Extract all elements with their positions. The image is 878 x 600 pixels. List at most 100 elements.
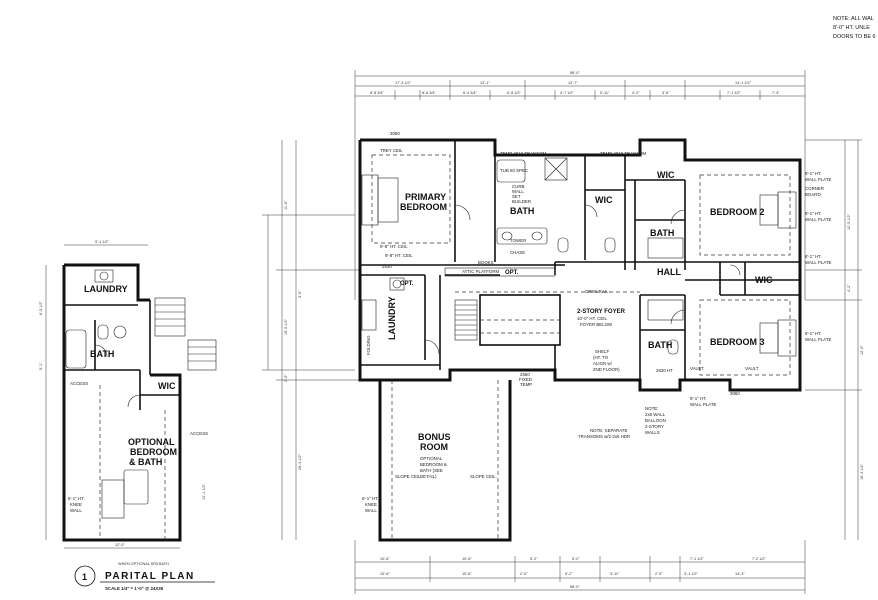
label-chase: CHASE (510, 250, 525, 255)
left-dimensions: 11'-0" 19'-5 1/2" 26'-4 1/2" 3'-5" 2'-0" (262, 140, 360, 540)
title-scale: SCALE 1/4" = 1'-0" @ 24X36 (105, 586, 164, 591)
label-vault-2: VAULT (745, 366, 759, 371)
room-bedroom-3: BEDROOM 3 (710, 337, 765, 347)
label-wall-plate-2b: WALL PLATE (805, 217, 832, 222)
label-bonus-note-1: OPTIONAL (420, 456, 443, 461)
label-fixed-temp-3: TEMP (520, 382, 532, 387)
note-line-2: 8'-0" HT. UNLE (833, 25, 870, 31)
dim-overall-top: 58'-0" (570, 71, 580, 75)
label-window-2630: 2630 (382, 264, 392, 269)
dim-bottom-sub-3: 2'-0" (520, 572, 528, 576)
room-wic-right: WIC (755, 275, 773, 285)
main-room-labels: PRIMARY BEDROOM BATH WIC WIC BEDROOM 2 B… (387, 170, 773, 452)
label-wall-plate-3a: 8'-1" HT. (805, 254, 822, 259)
label-wall-plate-1b: WALL PLATE (805, 177, 832, 182)
room-bath-upper: BATH (650, 228, 674, 238)
room-opt-upper: OPT. (505, 270, 519, 276)
label-transom: TEMP 4010 TRANSOM (500, 151, 547, 156)
title-name: PARITAL PLAN (105, 571, 195, 582)
label-vault: VAULT (690, 366, 704, 371)
label-slope-ceil: SLOPE CEIL. (395, 474, 422, 479)
dim-top-sub-8: 3'-6" (662, 91, 670, 95)
label-curb-4: BUILDER (512, 199, 531, 204)
label-corner-board-2: BOARD (805, 192, 821, 197)
label-window-3060: 3060 (730, 391, 740, 396)
dim-right-2: 4'-2" (847, 284, 851, 292)
room-bath-left: BATH (90, 349, 114, 359)
label-shelf-3: ALIGN w/ (593, 361, 613, 366)
label-access-2: ACCESS (190, 431, 208, 436)
room-hall: HALL (657, 267, 681, 277)
label-bookshelf: BOOKS (478, 260, 494, 265)
room-bath-lower: BATH (648, 340, 672, 350)
label-attic-platform: ATTIC PLATFORM (462, 269, 499, 274)
label-bonus-note-2: BEDROOM & (420, 462, 447, 467)
dim-top-sub-9: 7'-1 1/2" (727, 91, 742, 95)
label-foyer-below-1: 10'-0" HT. CEIL (577, 316, 608, 321)
partial-dim-right: 14'-1 1/2" (202, 483, 206, 500)
room-optional-bedroom-3: & BATH (129, 457, 162, 467)
main-small-labels: TREY CEIL 9'-8" HT. CEIL 9'-8" HT. CEIL … (362, 131, 832, 513)
room-bonus-line2: ROOM (420, 442, 448, 452)
dim-top-4: 14'-1 1/2" (735, 81, 752, 85)
label-slope-ceil-2: SLOPE CEIL. (470, 474, 497, 479)
room-wic-upper: WIC (657, 170, 675, 180)
dim-bottom-sub-7: 3'-1 1/2" (684, 572, 699, 576)
room-bonus-line1: BONUS (418, 432, 451, 442)
label-bonus-note-3: BATH (SEE (420, 468, 443, 473)
label-primary-ceil: 9'-8" HT. CEIL (380, 244, 408, 249)
dim-bottom-4: 5'-2" (572, 557, 580, 561)
label-knee-wall2-3: WALL (70, 508, 82, 513)
label-wall-plate-4b: WALL PLATE (805, 337, 832, 342)
main-plan-walls (358, 138, 802, 542)
label-curb-1: CURB (512, 184, 525, 189)
label-folding: FOLDING (366, 335, 371, 355)
room-wic-left: WIC (158, 381, 176, 391)
label-wall-plate-5b: WALL PLATE (690, 402, 717, 407)
label-open-rail: OPEN RAIL (585, 289, 609, 294)
dim-bottom-5: 7'-1 1/2" (690, 557, 705, 561)
label-knee-wall2-2: KNEE (70, 502, 82, 507)
label-shelf-2: (HT. TO (593, 355, 609, 360)
dim-right-4: 16'-4 1/2" (860, 463, 864, 480)
dim-left-1: 11'-0" (284, 200, 288, 210)
dim-left-4: 3'-5" (298, 290, 302, 298)
label-wall-plate-3b: WALL PLATE (805, 260, 832, 265)
room-opt-small: OPT. (400, 281, 414, 287)
dim-left-2: 19'-5 1/2" (284, 318, 288, 335)
room-primary-bedroom-line2: BEDROOM (400, 202, 447, 212)
label-transom-2: TEMP 4010 TRANSOM (600, 151, 647, 156)
dim-left-5: 2'-0" (284, 374, 288, 382)
partial-dim-top: 9'-1 1/2" (95, 240, 110, 244)
dim-top-3: 12'-7" (568, 81, 578, 85)
dim-top-sub-4: 6'-8 1/2" (507, 91, 522, 95)
title-block: 1 WHEN OPTIONAL SPA BATH PARITAL PLAN SC… (74, 562, 215, 591)
title-caption: WHEN OPTIONAL SPA BATH (118, 562, 169, 566)
label-note-balloon-1: NOTE: (645, 406, 658, 411)
label-separate-transom-1: NOTE: SEPARATE (590, 428, 627, 433)
dim-top-sub-6: 5'-11" (600, 91, 610, 95)
label-curb-2: WALL (512, 189, 524, 194)
partial-plan: 9'-1 1/2" 6'-5 1/2" 5'-1" (39, 240, 217, 549)
dim-right-1: 12'-5 1/2" (847, 213, 851, 230)
dim-left-3: 26'-4 1/2" (298, 453, 302, 470)
dim-top-1: 17'-3 1/2" (395, 81, 412, 85)
dim-right-3: 12'-0" (860, 345, 864, 355)
note-line-3: DOORS TO BE 6 (833, 34, 876, 40)
dim-top-sub-5: 4'-7 1/2" (560, 91, 575, 95)
label-knee-wall2-1: 6'-1" HT. (68, 496, 85, 501)
dim-top-2: 12'-1" (480, 81, 490, 85)
dim-top-sub-10: 7'-4" (772, 91, 780, 95)
dim-top-sub-1: 8'-8 3/4" (370, 91, 385, 95)
right-dimensions: 12'-5 1/2" 4'-2" 12'-0" 16'-4 1/2" (805, 139, 864, 540)
dim-bottom-sub-5: 3'-11" (610, 572, 620, 576)
label-corner-board-1: CORNER (805, 186, 824, 191)
partial-dim-left-2: 5'-1" (39, 362, 43, 370)
label-note-balloon-5: WALLS (645, 430, 660, 435)
dim-top-sub-3: 6'-4 3/4" (463, 91, 478, 95)
label-fixed-temp-2: FIXED (519, 377, 532, 382)
label-primary-ceil-2: 9'-8" HT. CEIL (385, 253, 413, 258)
dim-top-sub-7: 4'-2" (632, 91, 640, 95)
room-foyer: 2-STORY FOYER (577, 309, 626, 315)
partial-dim-bottom: 12'-0" (115, 543, 125, 547)
